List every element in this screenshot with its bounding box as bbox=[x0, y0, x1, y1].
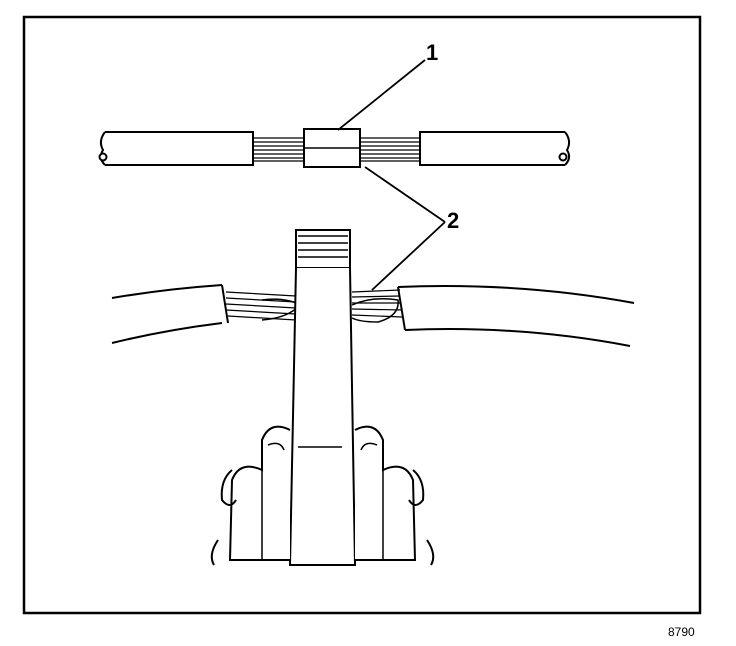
right-wire-break bbox=[564, 131, 571, 166]
right-strands bbox=[360, 137, 420, 162]
left-insulation bbox=[105, 131, 254, 166]
crimping-tool bbox=[210, 229, 435, 566]
upper-spliced-wire bbox=[98, 128, 571, 168]
diagram-border bbox=[22, 15, 702, 615]
callout-2-label: 2 bbox=[447, 208, 460, 233]
figure-number: 8790 bbox=[668, 625, 695, 639]
callout-2-leader-upper bbox=[364, 166, 446, 223]
right-wire-top-edge bbox=[397, 285, 635, 304]
right-insulation bbox=[419, 131, 565, 166]
tool-shaft bbox=[288, 267, 357, 566]
left-wire-top-edge bbox=[111, 284, 223, 299]
left-conductor-end bbox=[98, 152, 108, 162]
right-lower-strands bbox=[351, 289, 403, 318]
left-strands bbox=[253, 137, 304, 162]
left-wire-bottom-edge bbox=[111, 322, 223, 344]
callout-1-label: 1 bbox=[426, 40, 439, 65]
leader-lines bbox=[337, 59, 446, 291]
lower-curved-wire bbox=[111, 284, 635, 347]
right-wire-bottom-edge bbox=[404, 328, 631, 347]
callout-1-leader bbox=[337, 59, 426, 131]
left-handle bbox=[228, 425, 291, 561]
left-lower-strands bbox=[225, 291, 297, 321]
right-conductor-end bbox=[558, 152, 568, 162]
right-handle bbox=[354, 425, 417, 561]
callout-2-leader-lower bbox=[371, 221, 446, 291]
